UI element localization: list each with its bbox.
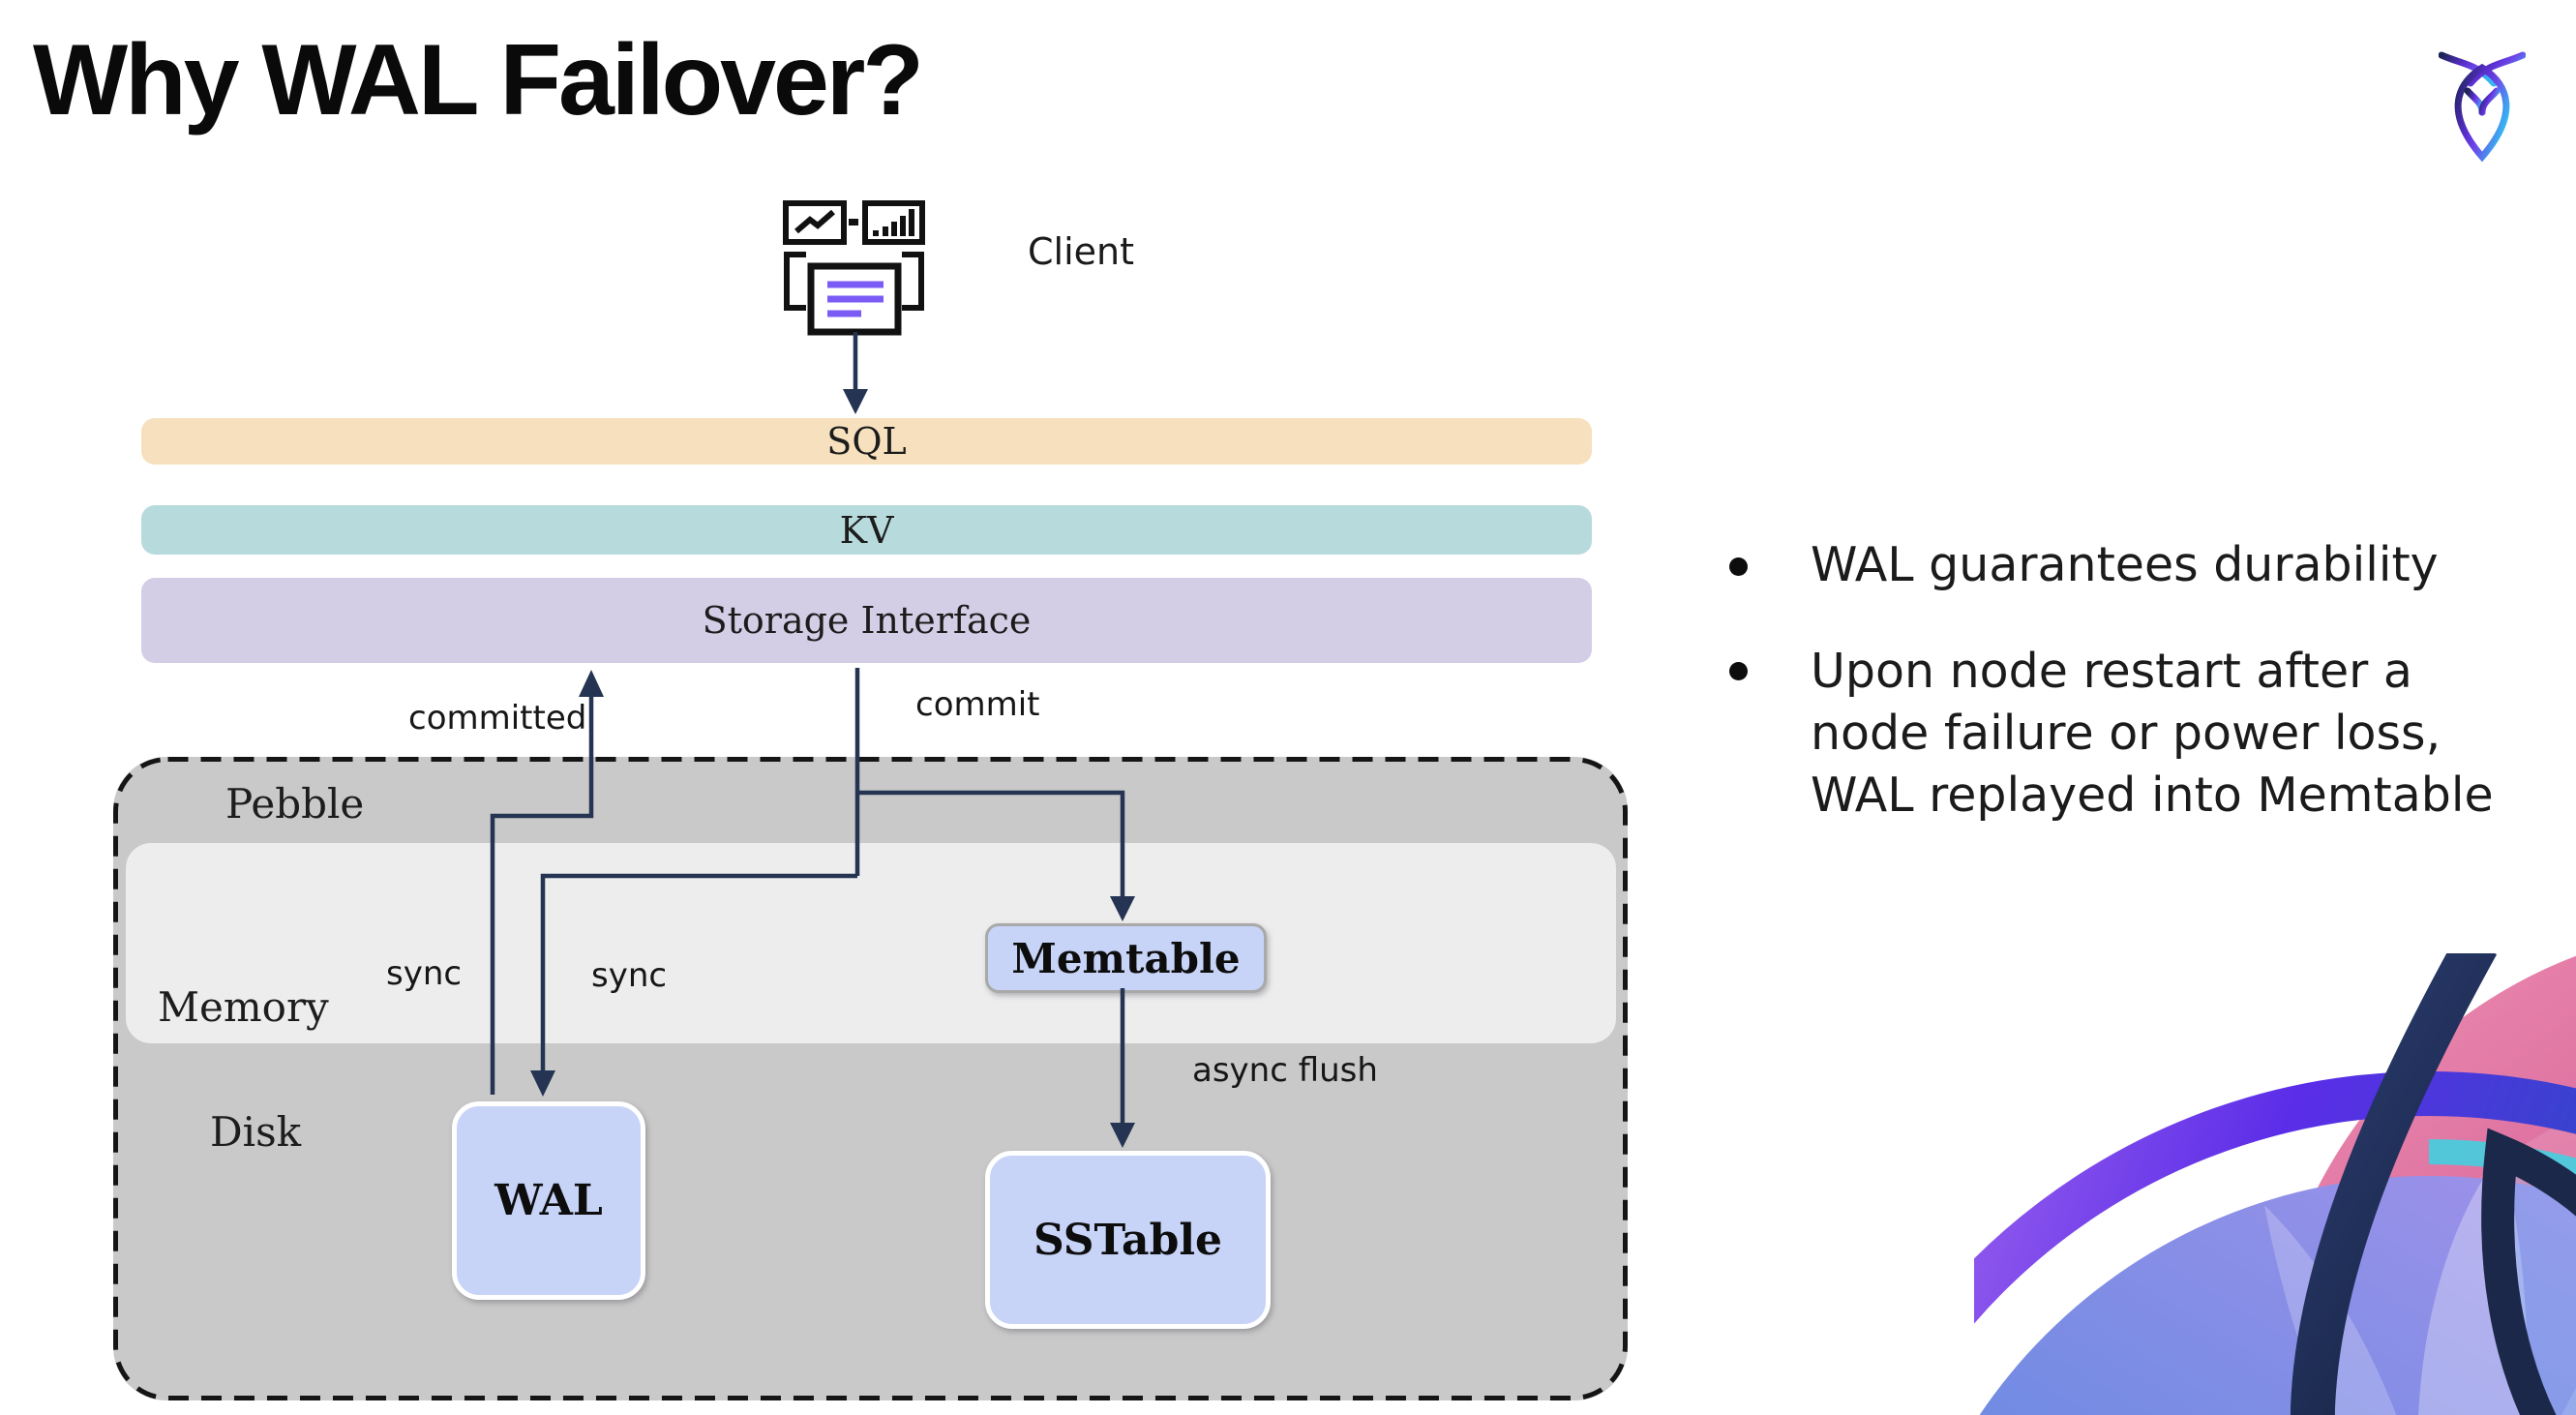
node-memtable: Memtable — [985, 923, 1267, 993]
bullet-dot-2 — [1729, 662, 1748, 680]
bullet-2-line-3: WAL replayed into Memtable — [1811, 768, 2494, 823]
node-wal: WAL — [452, 1101, 645, 1300]
node-sstable-label: SSTable — [1033, 1215, 1223, 1265]
layer-label-kv: KV — [839, 508, 894, 552]
bullet-dot-1 — [1729, 557, 1748, 576]
edge-label-commit: commit — [915, 685, 1040, 724]
cockroachdb-logo-icon — [2439, 51, 2526, 163]
layer-bar-sql: SQL — [141, 418, 1592, 465]
bullet-2: Upon node restart after a node failure o… — [1811, 641, 2494, 827]
bullet-2-line-2: node failure or power loss, — [1811, 706, 2441, 761]
node-sstable: SSTable — [985, 1151, 1271, 1329]
disk-label: Disk — [210, 1108, 302, 1156]
bar-chart-glyph — [873, 209, 914, 236]
client-workstation-icon — [783, 200, 925, 336]
bullet-1-line: WAL guarantees durability — [1811, 537, 2439, 592]
pebble-label: Pebble — [225, 780, 365, 828]
client-label: Client — [1028, 230, 1135, 273]
bullet-1: WAL guarantees durability — [1811, 534, 2439, 596]
memory-band — [126, 843, 1616, 1043]
node-memtable-label: Memtable — [1011, 934, 1241, 982]
page-title: Why WAL Failover? — [33, 24, 924, 136]
bullet-2-line-1: Upon node restart after a — [1811, 644, 2412, 699]
node-wal-label: WAL — [494, 1176, 603, 1225]
memory-label: Memory — [158, 983, 329, 1031]
document-lines — [827, 281, 884, 317]
edge-label-committed: committed — [408, 699, 587, 738]
edge-label-sync-left: sync — [386, 954, 463, 993]
dash-connector — [849, 219, 858, 226]
brand-flourish-icon — [1974, 953, 2576, 1415]
layer-label-storage-interface: Storage Interface — [702, 599, 1032, 642]
layer-bar-storage-interface: Storage Interface — [141, 578, 1592, 663]
layer-label-sql: SQL — [826, 420, 907, 463]
edge-label-sync-right: sync — [591, 956, 668, 995]
layer-bar-kv: KV — [141, 505, 1592, 555]
edge-label-async-flush: async flush — [1192, 1051, 1378, 1090]
